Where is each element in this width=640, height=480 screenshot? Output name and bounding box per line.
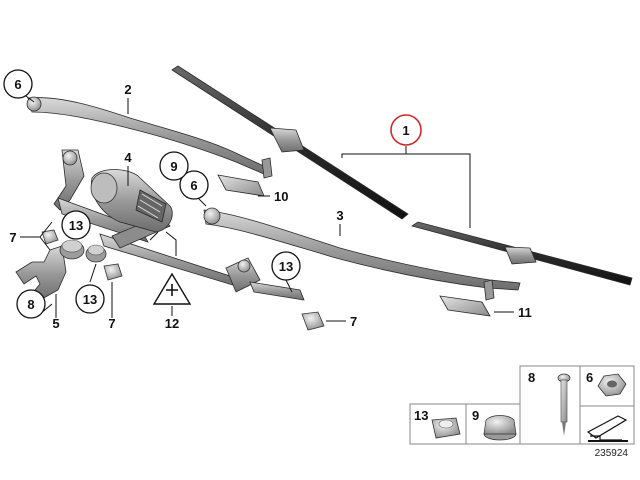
- svg-text:11: 11: [518, 305, 532, 320]
- bracket-icon: [15, 245, 67, 301]
- svg-text:13: 13: [279, 259, 293, 274]
- rivet-icon: [557, 373, 571, 436]
- svg-text:9: 9: [170, 159, 177, 174]
- svg-text:12: 12: [165, 316, 179, 331]
- callout-9[interactable]: 9: [159, 151, 189, 181]
- blade-clip-11-icon: [439, 279, 495, 317]
- callout-11[interactable]: 11: [518, 305, 532, 320]
- wiper-linkage-icon: [53, 149, 305, 301]
- legend-part-13: 13: [409, 403, 467, 445]
- callout-5[interactable]: 5: [52, 316, 59, 331]
- callout-12[interactable]: 12: [165, 316, 179, 331]
- hex-nut-icon: [597, 373, 627, 397]
- svg-text:13: 13: [83, 292, 97, 307]
- legend-part-8: 8: [519, 365, 581, 445]
- callout-13-left[interactable]: 13: [61, 210, 91, 240]
- legend-arrow-symbol: [579, 405, 635, 445]
- legend-part-6: 6: [579, 365, 635, 407]
- svg-text:8: 8: [27, 297, 34, 312]
- callout-13-bottom[interactable]: 13: [75, 284, 105, 314]
- callout-7-left[interactable]: 7: [9, 230, 16, 245]
- svg-text:6: 6: [14, 77, 21, 92]
- callout-13-right[interactable]: 13: [271, 251, 301, 281]
- svg-text:6: 6: [190, 178, 197, 193]
- ground-symbol-icon: [152, 272, 192, 305]
- callout-1[interactable]: 1: [390, 114, 422, 146]
- svg-text:7: 7: [9, 230, 16, 245]
- cap-nut-icon: [483, 415, 517, 441]
- svg-text:7: 7: [350, 314, 357, 329]
- wiper-arm-passenger-icon: [203, 207, 521, 291]
- svg-text:2: 2: [124, 82, 131, 97]
- wiper-blade-icon: [171, 65, 633, 286]
- callout-4[interactable]: 4: [124, 150, 132, 165]
- svg-text:7: 7: [108, 316, 115, 331]
- svg-text:1: 1: [402, 123, 409, 138]
- diagram-number: 235924: [595, 448, 629, 459]
- svg-text:10: 10: [274, 189, 288, 204]
- svg-text:5: 5: [52, 316, 59, 331]
- wiper-motor-icon: [90, 169, 173, 233]
- svg-text:8: 8: [528, 370, 535, 385]
- callout-3[interactable]: 3: [336, 208, 343, 223]
- callout-6-passenger[interactable]: 6: [179, 170, 209, 200]
- svg-text:6: 6: [586, 370, 593, 385]
- callout-7-middle[interactable]: 7: [108, 316, 115, 331]
- svg-text:13: 13: [69, 218, 83, 233]
- callout-7-right[interactable]: 7: [350, 314, 357, 329]
- grommet-legend-icon: [431, 417, 461, 439]
- svg-text:4: 4: [124, 150, 132, 165]
- callout-6-driver[interactable]: 6: [3, 69, 33, 99]
- callout-8[interactable]: 8: [16, 289, 46, 319]
- svg-text:3: 3: [336, 208, 343, 223]
- nut-icon: [41, 229, 325, 331]
- legend-part-9: 9: [465, 403, 521, 445]
- svg-text:13: 13: [414, 408, 428, 423]
- svg-text:9: 9: [472, 408, 479, 423]
- callout-10[interactable]: 10: [274, 189, 288, 204]
- callout-2[interactable]: 2: [124, 82, 131, 97]
- grommet-icon: [59, 239, 107, 263]
